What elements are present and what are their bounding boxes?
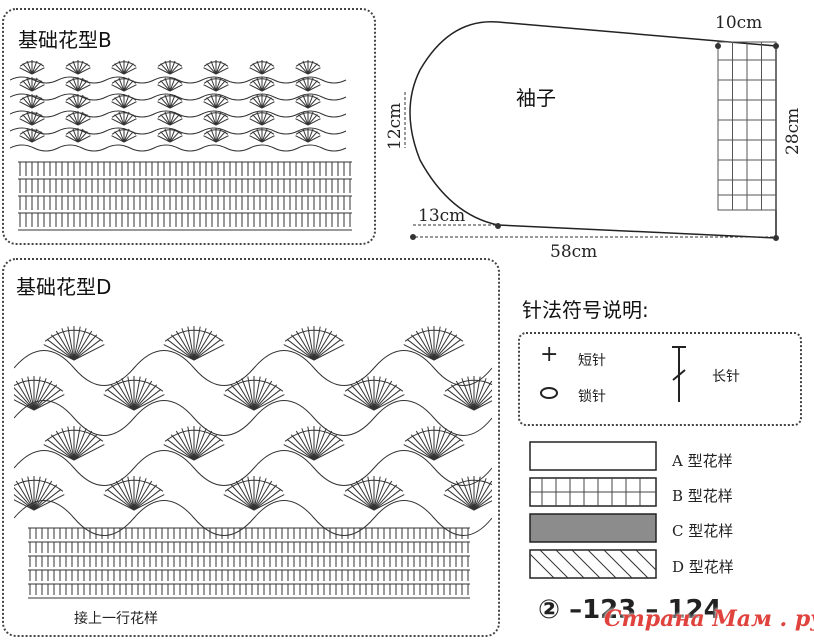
- legend-label-c: C 型花样: [672, 522, 734, 540]
- legend-swatch-a: [529, 441, 657, 471]
- sleeve-top-dim: 10cm: [715, 13, 762, 33]
- pattern-d-panel: [2, 258, 500, 637]
- sc-label: 短针: [578, 353, 606, 369]
- sc-symbol: +: [540, 342, 559, 367]
- sleeve-diagram: 10cm 12cm 28cm 13cm 58cm 袖子: [385, 13, 803, 262]
- dc-symbol: [672, 346, 686, 402]
- sleeve-label: 袖子: [516, 86, 556, 110]
- legend-label-b: B 型花样: [672, 487, 733, 505]
- symbols-box: [518, 332, 802, 426]
- sleeve-bottom-left-dim: 13cm: [418, 206, 465, 226]
- legend-swatch-d: [529, 549, 657, 579]
- sleeve-bottom-dim: 58cm: [550, 242, 597, 262]
- symbols-heading: 针法符号说明:: [522, 298, 649, 322]
- legend-swatch-c: [529, 513, 657, 543]
- sleeve-right-dim: 28cm: [783, 108, 803, 155]
- page-number: ② –123 – 124: [538, 595, 722, 625]
- pattern-b-title: 基础花型B: [18, 28, 112, 52]
- pattern-d-title: 基础花型D: [16, 275, 112, 299]
- ch-symbol: [540, 387, 558, 399]
- pattern-d-footer: 接上一行花样: [74, 611, 158, 627]
- pattern-d-chart: [14, 326, 492, 599]
- sleeve-left-dim: 12cm: [385, 103, 405, 150]
- dc-label: 长针: [712, 369, 740, 385]
- pattern-b-panel: [2, 8, 376, 245]
- watermark: Страна Мам . ру: [604, 606, 814, 632]
- legend-label-d: D 型花样: [672, 558, 734, 576]
- pattern-b-chart: [10, 60, 352, 231]
- ch-label: 锁针: [578, 389, 606, 405]
- legend-swatches: [529, 441, 657, 579]
- legend-label-a: A 型花样: [672, 452, 733, 470]
